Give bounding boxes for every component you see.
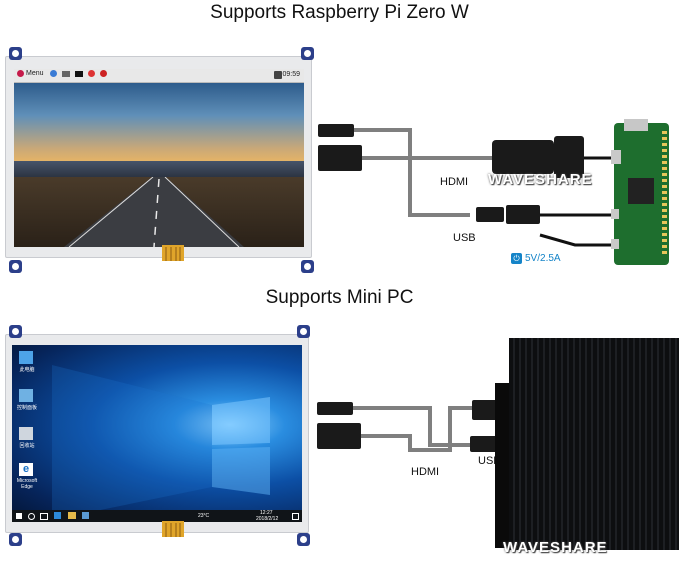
otg-adapter [506,205,540,224]
raspberry-taskbar: Menu 09:59 [14,69,304,83]
mini-pc [509,338,679,550]
volume-icon[interactable] [274,71,282,79]
power-icon: ⏻ [511,253,522,264]
wallpaper-hills [14,161,304,177]
top-cables [354,128,614,247]
hdmi-label-top: HDMI [440,176,469,188]
power-label: 5V/2.5A [525,253,561,264]
hdmi-label-bottom: HDMI [411,466,440,478]
raspberry-menu-button[interactable]: Menu [17,70,107,77]
explorer-taskbar-icon[interactable] [68,512,76,519]
soc-chip [628,178,654,204]
menu-label: Menu [26,70,44,77]
weather-temp: 23°C [198,513,210,519]
start-button-icon[interactable] [16,513,22,519]
search-icon[interactable] [28,513,35,520]
edge-browser-icon[interactable]: e [19,463,33,476]
mounting-ear [301,47,314,60]
folder-icon[interactable] [61,70,70,77]
edge-taskbar-icon[interactable] [54,512,61,519]
mounting-ear [9,260,22,273]
wallpaper-road [14,177,304,247]
sd-card [624,119,648,131]
usb-label-top: USB [453,232,476,244]
task-view-icon[interactable] [40,513,48,520]
mounting-ear [9,533,22,546]
windows-wallpaper [12,345,302,522]
mini-hdmi-port [611,150,621,164]
control-panel-icon[interactable] [19,389,33,402]
usb-otg-port [611,209,619,219]
gpio-header [662,131,667,256]
desktop-icon-label: 回收站 [19,443,35,449]
wolfram-icon[interactable] [87,70,95,77]
recycle-bin-icon[interactable] [19,427,33,440]
mounting-ear [9,325,22,338]
micro-usb-plug [476,207,504,222]
desktop-icon-label: 此电脑 [19,367,35,373]
display-hdmi-port-bottom [317,423,361,449]
usb-label-bottom: USB [478,455,501,467]
taskbar-date: 2018/2/12 [256,516,279,522]
fpc-connector [162,521,184,537]
waveshare-watermark-bottom: WAVESHARE [503,539,608,556]
power-port [611,239,619,249]
waveshare-watermark-top: WAVESHARE [488,171,593,188]
raspberry-clock: 09:59 [282,71,300,78]
desktop-icon-label: 控制面板 [16,405,37,411]
store-taskbar-icon[interactable] [82,512,89,519]
mounting-ear [297,325,310,338]
minipc-side-panel [495,383,509,548]
windows-taskbar: 23°C 12:27 2018/2/12 [12,510,302,522]
this-pc-icon[interactable] [19,351,33,364]
raspberry-desktop-screen: Menu 09:59 [14,69,304,247]
power-spec: ⏻ 5V/2.5A [511,253,561,264]
fpc-connector [162,245,184,261]
display-usb-port-top [318,124,354,137]
raspberry-pi-zero-board [611,119,669,265]
raspberry-section-title: Supports Raspberry Pi Zero W [210,2,469,23]
hdmi-plug-top [492,140,554,174]
taskbar-clock: 12:27 [260,510,273,516]
desktop-icon-label: Microsoft Edge [16,478,38,490]
mounting-ear [9,47,22,60]
mathematica-icon[interactable] [99,70,107,77]
mini-hdmi-adapter [554,136,584,178]
mounting-ear [301,260,314,273]
lcd-display-board-bottom: 此电脑 控制面板 回收站 e Microsoft Edge 23°C 12:27… [5,325,310,546]
bottom-cables [353,406,478,452]
lcd-display-board-top: Menu 09:59 [5,47,314,273]
windows-desktop-screen: 此电脑 控制面板 回收站 e Microsoft Edge 23°C 12:27… [12,345,302,522]
globe-icon[interactable] [49,70,57,77]
mounting-ear [297,533,310,546]
notification-icon[interactable] [292,513,299,520]
terminal-icon[interactable] [74,70,83,77]
display-hdmi-port-top [318,145,362,171]
raspberry-logo-icon [17,70,24,77]
display-usb-port-bottom [317,402,353,415]
minipc-section-title: Supports Mini PC [265,287,414,308]
